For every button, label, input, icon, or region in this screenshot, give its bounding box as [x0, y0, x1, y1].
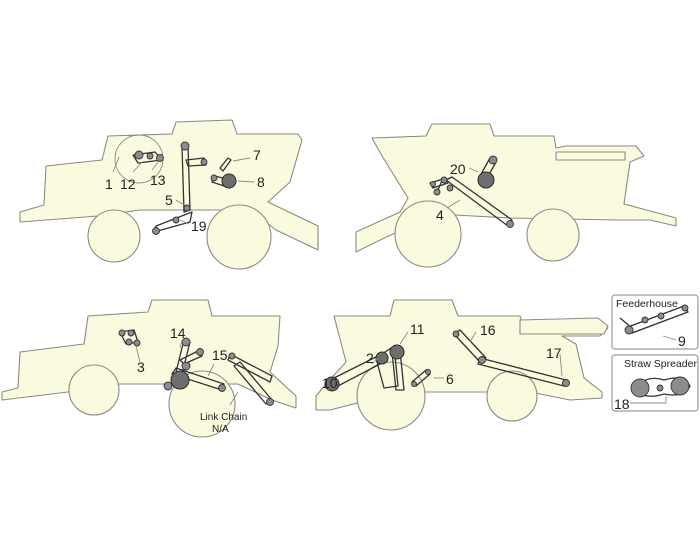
callout-14: 14: [170, 325, 186, 341]
callout-4: 4: [436, 207, 444, 223]
callout-16: 16: [480, 322, 496, 338]
combine-view-left-bottom: 3 14 15 Link Chain N/A: [1, 299, 297, 438]
callout-3: 3: [137, 359, 145, 375]
callout-6: 6: [446, 371, 454, 387]
link-chain-label: Link Chain: [200, 412, 247, 423]
callout-10: 10: [322, 375, 338, 391]
callout-7: 7: [253, 147, 261, 163]
callout-17: 17: [546, 345, 562, 361]
link-chain-na: N/A: [212, 424, 229, 435]
combine-view-right-bottom: 10 2 11 16 17 6: [315, 299, 609, 431]
callout-1: 1: [105, 176, 113, 192]
callout-15: 15: [212, 347, 228, 363]
callout-12: 12: [120, 176, 136, 192]
combine-view-right-top: 20 4: [355, 123, 677, 268]
callout-18: 18: [614, 396, 630, 412]
callout-2: 2: [366, 350, 374, 366]
callout-13: 13: [150, 172, 166, 188]
straw-spreader-inset: Straw Spreader 18: [611, 354, 699, 412]
feederhouse-inset: Feederhouse 9: [611, 294, 699, 350]
front-wheel: [87, 209, 141, 263]
callout-20: 20: [450, 161, 466, 177]
callout-5: 5: [165, 192, 173, 208]
callout-19: 19: [191, 218, 207, 234]
straw-spreader-label: Straw Spreader: [624, 358, 697, 370]
front-wheel-large: [206, 204, 272, 270]
feederhouse-label: Feederhouse: [616, 298, 678, 310]
callout-11: 11: [410, 321, 425, 337]
callout-9: 9: [678, 333, 686, 349]
callout-8: 8: [257, 174, 265, 190]
combine-view-left-top: 1 12 13 7 8 5 19: [19, 119, 319, 270]
